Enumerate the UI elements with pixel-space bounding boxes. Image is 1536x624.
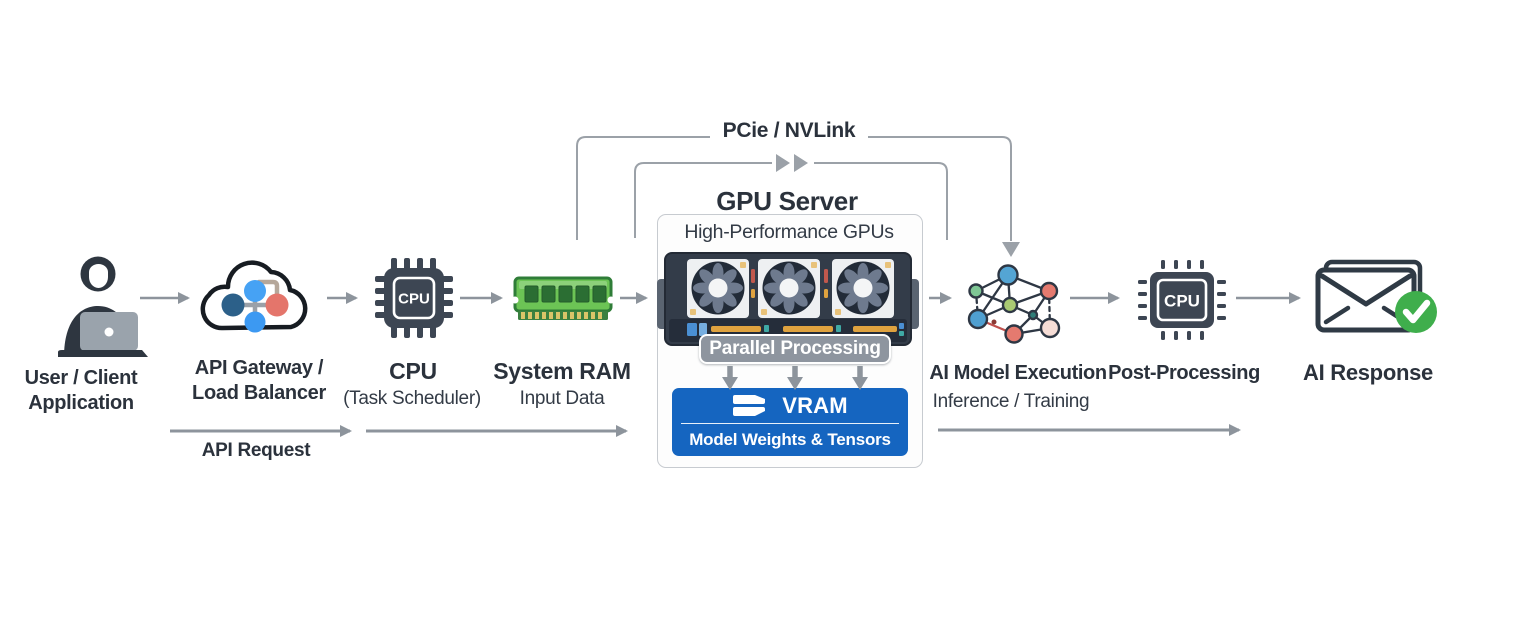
cpu-chip-text: CPU bbox=[398, 291, 430, 308]
vram-box: VRAM Model Weights & Tensors bbox=[672, 388, 908, 456]
cpu-title: CPU bbox=[389, 358, 437, 384]
vram-title: VRAM bbox=[782, 392, 848, 418]
nvlink-chevron-1 bbox=[776, 154, 790, 172]
cpu-subtitle: (Task Scheduler) bbox=[343, 388, 481, 409]
neural-network-icon bbox=[953, 250, 1068, 348]
api-request-label: API Request bbox=[201, 440, 311, 461]
cloud-network-icon bbox=[195, 250, 320, 345]
post-title: Post-Processing bbox=[1108, 362, 1260, 384]
vram-divider bbox=[681, 423, 899, 424]
nvlink-chevron-2 bbox=[794, 154, 808, 172]
post-chip-text: CPU bbox=[1164, 292, 1200, 311]
pcie-nvlink-label: PCie / NVLink bbox=[722, 119, 856, 142]
ram-subtitle: Input Data bbox=[519, 388, 605, 409]
parallel-processing-label: Parallel Processing bbox=[709, 338, 881, 359]
user-laptop-icon bbox=[50, 253, 150, 357]
ram-title: System RAM bbox=[493, 358, 631, 384]
vram-subtitle: Model Weights & Tensors bbox=[689, 430, 891, 449]
gpu-server-subtitle: High-Performance GPUs bbox=[684, 221, 894, 243]
response-title: AI Response bbox=[1303, 360, 1433, 385]
vram-stack-icon bbox=[732, 394, 768, 418]
gpu-server-title: GPU Server bbox=[716, 186, 858, 216]
fan-3 bbox=[836, 261, 890, 315]
ai-response-envelope-icon bbox=[1306, 256, 1440, 344]
parallel-processing-badge: Parallel Processing bbox=[699, 334, 891, 364]
fan-2 bbox=[762, 261, 816, 315]
user-label: User / Client Application bbox=[24, 367, 138, 414]
ai-title: AI Model Execution bbox=[929, 362, 1107, 384]
gpu-module-icon bbox=[653, 251, 923, 353]
gateway-label: API Gateway / Load Balancer bbox=[192, 357, 326, 404]
fan-1 bbox=[691, 261, 745, 315]
ai-subtitle: Inference / Training bbox=[932, 391, 1090, 412]
cpu-chip-icon: CPU bbox=[372, 255, 456, 341]
system-ram-icon bbox=[511, 271, 615, 327]
post-processing-chip-icon: CPU bbox=[1136, 254, 1228, 346]
